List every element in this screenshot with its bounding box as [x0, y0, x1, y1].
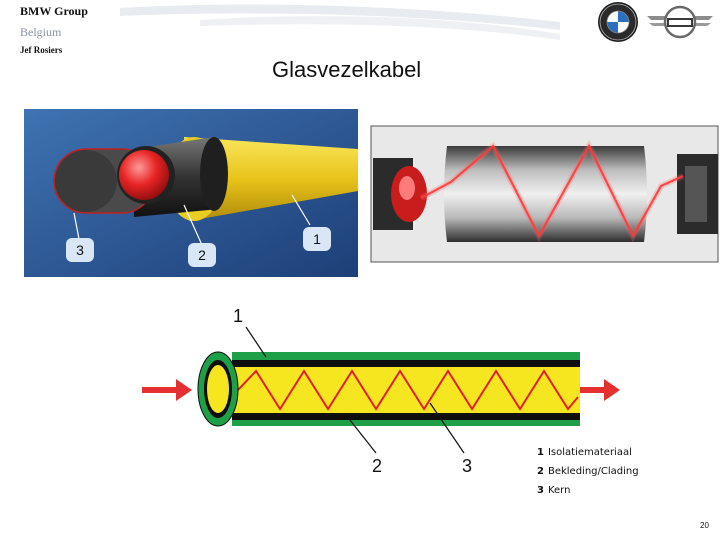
legend-number: 1 [537, 447, 544, 458]
figure3-callout-2: 2 [372, 456, 383, 476]
legend-label: Bekleding/Clading [547, 466, 639, 477]
author-name: Jef Rosiers [20, 45, 63, 55]
fiber-schematic-figure [138, 326, 648, 472]
header-swoosh [120, 4, 560, 40]
figure1-callout-3: 3 [66, 238, 94, 262]
bmw-logo [598, 2, 638, 42]
mini-logo [647, 5, 713, 39]
figure3-callout-1: 1 [233, 306, 244, 326]
figure1-callout-2: 2 [188, 243, 216, 267]
country-name: Belgium [20, 25, 62, 39]
legend-label: Kern [547, 485, 571, 496]
company-name: BMW Group [20, 4, 88, 18]
page-number: 20 [700, 521, 709, 530]
legend-label: Isolatiemateriaal [547, 447, 632, 458]
figure3-callout-3: 3 [462, 456, 473, 476]
figure1-callouts [73, 194, 311, 246]
legend-number: 2 [537, 466, 544, 477]
light-reflection-figure [369, 124, 720, 264]
figure1-callout-1: 1 [303, 227, 331, 251]
legend-number: 3 [537, 485, 544, 496]
slide-title: Glasvezelkabel [272, 57, 422, 82]
